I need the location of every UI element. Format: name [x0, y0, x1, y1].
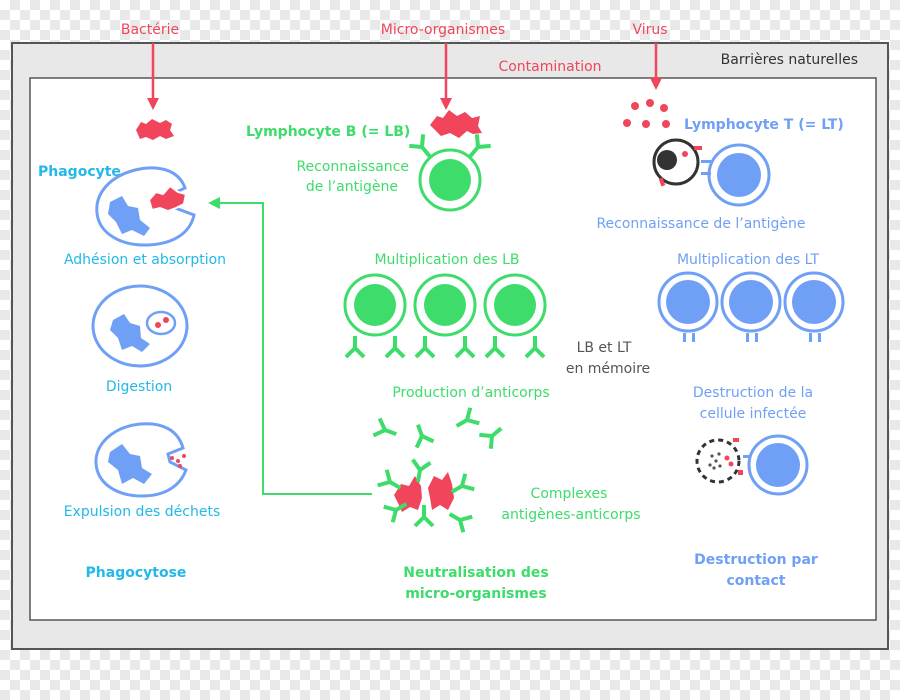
lb-recon-line2: de l’antigène — [306, 179, 398, 195]
contamination-arrows — [147, 43, 662, 110]
lt-destruction-line2: cellule infectée — [700, 406, 807, 422]
lb-title: Lymphocyte B (= LB) — [246, 124, 410, 140]
step-adhesion-absorption: Adhésion et absorption — [64, 252, 226, 268]
lt-destruction-line1: Destruction de la — [693, 385, 813, 401]
step-digestion: Digestion — [106, 379, 172, 395]
label-virus: Virus — [632, 22, 667, 38]
bacteria-icon — [136, 119, 174, 140]
phagocyte-cell-2 — [91, 284, 189, 368]
return-arrow-to-phagocyte — [208, 197, 372, 495]
complexes-line1: Complexes — [531, 486, 608, 502]
infected-cell-icon — [652, 138, 702, 187]
phagocytose-title: Phagocytose — [86, 565, 187, 581]
lt-multiplication: Multiplication des LT — [677, 252, 820, 268]
complexes-line2: antigènes-anticorps — [501, 507, 640, 523]
lt-title: Lymphocyte T (= LT) — [684, 117, 844, 133]
lb-production-anticorps: Production d’anticorps — [392, 385, 549, 401]
label-barrieres-naturelles: Barrières naturelles — [721, 52, 858, 68]
step-expulsion-dechets: Expulsion des déchets — [64, 504, 221, 520]
destroyed-infected-cell-icon — [695, 438, 743, 484]
phagocyte-cell-1 — [95, 166, 196, 247]
destruction-contact-line1: Destruction par — [694, 552, 818, 568]
neutralisation-line2: micro-organismes — [405, 586, 547, 602]
neutralisation-line1: Neutralisation des — [403, 565, 548, 581]
lb-multiplication: Multiplication des LB — [374, 252, 519, 268]
label-bacterie: Bactérie — [121, 22, 179, 38]
lt-cell-contact — [743, 434, 809, 496]
label-contamination: Contamination — [498, 59, 601, 75]
micro-organism-icon — [430, 110, 482, 138]
memoire-line2: en mémoire — [566, 361, 650, 377]
label-micro-organismes: Micro-organismes — [381, 22, 505, 38]
virus-particles-icon — [623, 99, 670, 128]
lb-cells-multiplied — [343, 273, 547, 359]
lb-recon-line1: Reconnaissance — [296, 159, 409, 175]
phagocyte-cell-3 — [94, 422, 188, 498]
lb-cell-recognition — [407, 132, 493, 212]
lt-cell-recognition — [701, 143, 771, 207]
memoire-line1: LB et LT — [577, 340, 632, 356]
phagocyte-label: Phagocyte — [38, 164, 121, 180]
lt-cells-multiplied — [657, 271, 845, 342]
antigen-antibody-complex — [375, 457, 477, 535]
destruction-contact-line2: contact — [726, 573, 785, 589]
lt-recon: Reconnaissance de l’antigène — [596, 216, 805, 232]
